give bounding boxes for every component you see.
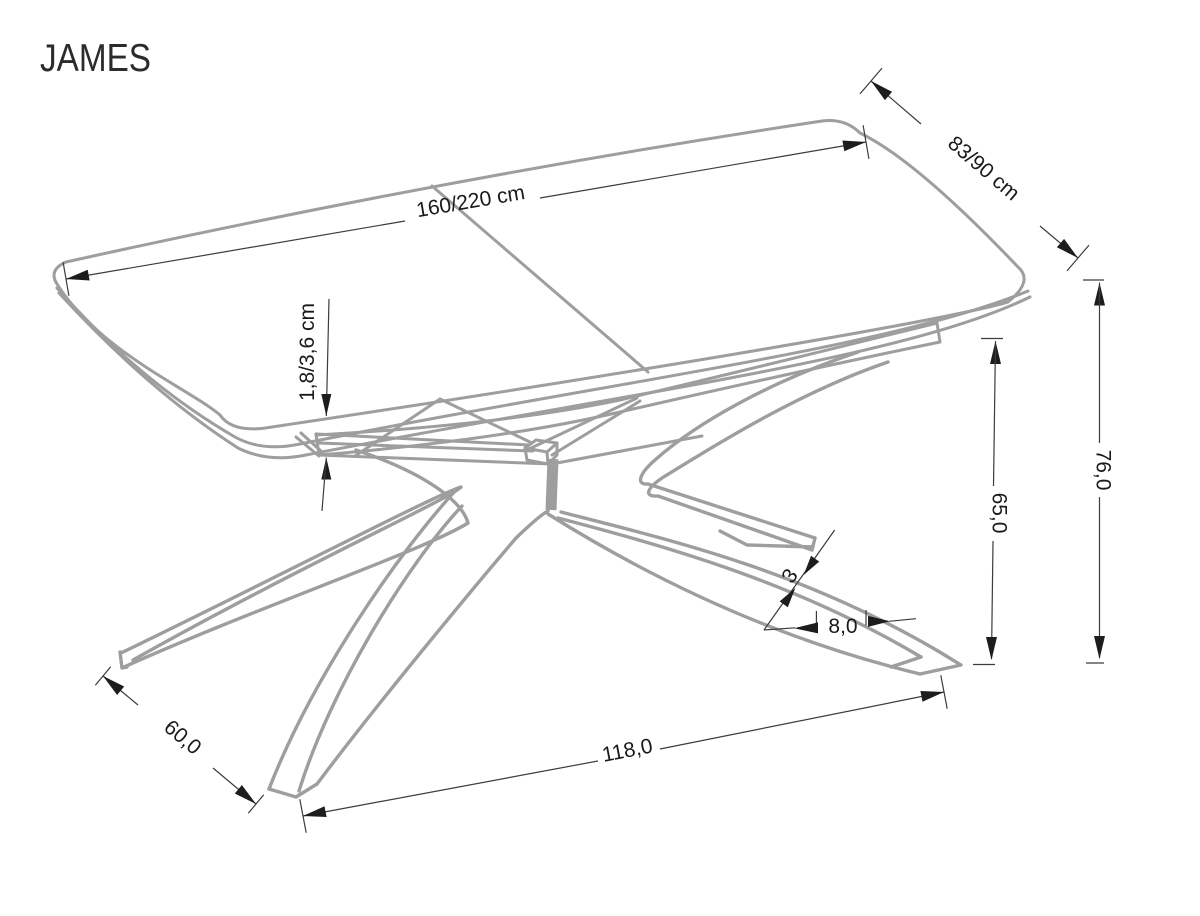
svg-text:1,8/3,6 cm: 1,8/3,6 cm: [296, 303, 319, 401]
svg-text:76,0: 76,0: [1092, 450, 1115, 491]
svg-text:8,0: 8,0: [828, 615, 857, 638]
svg-text:65,0: 65,0: [988, 493, 1011, 534]
svg-text:JAMES: JAMES: [40, 37, 151, 80]
